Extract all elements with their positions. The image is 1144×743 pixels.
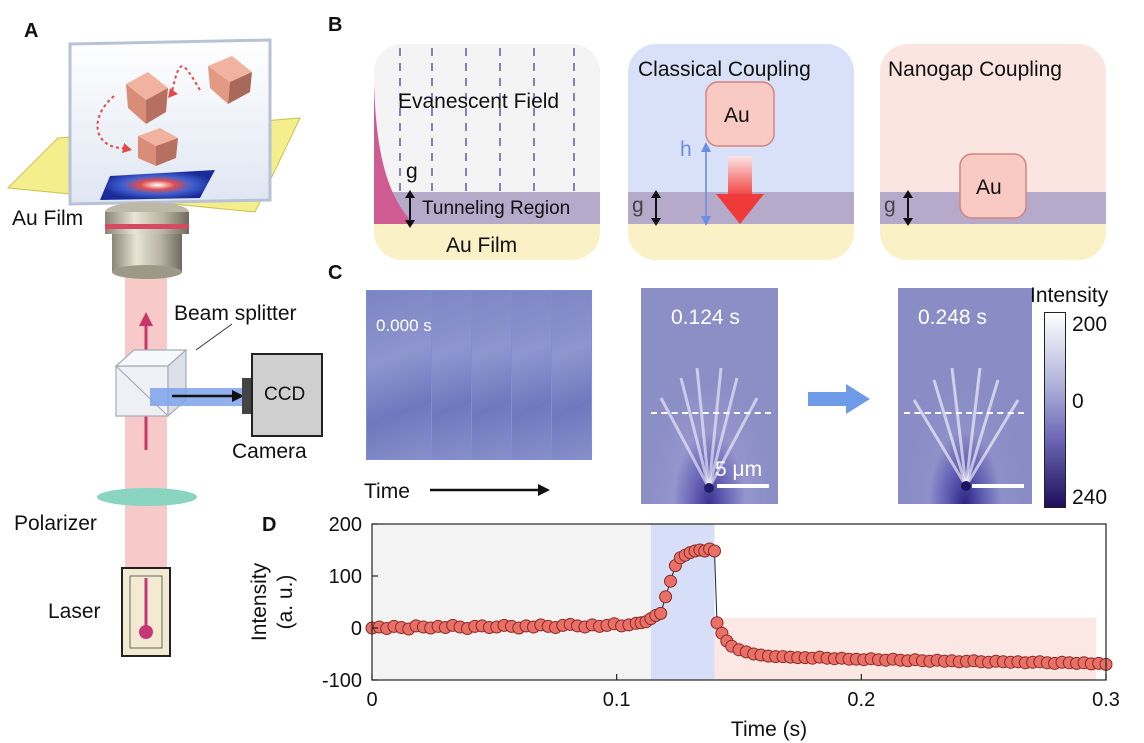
y-axis-label: (a. u.): [274, 575, 297, 630]
motion-arrow-2: [96, 95, 127, 150]
au-particle-label-nanogap: Au: [976, 176, 1002, 199]
data-point: [708, 544, 721, 558]
gap-label-3: g: [884, 194, 896, 217]
shaded-region-3: [714, 617, 1097, 680]
data-point: [659, 590, 673, 604]
plot-frame: [371, 523, 1107, 681]
colorbar-tick-mid: 0: [1072, 390, 1084, 413]
panel-label-b: B: [328, 14, 343, 36]
ccd-camera: [242, 353, 323, 437]
nanogap-coupling-card: Nanogap Coupling Au g: [880, 44, 1106, 260]
colorbar-tick-bottom: 240: [1072, 486, 1108, 509]
colorbar-tick-top: 200: [1072, 313, 1108, 336]
data-point: [664, 574, 677, 588]
scale-bar: [717, 484, 769, 488]
progression-arrow: [808, 384, 870, 414]
panel-label-c: C: [328, 262, 343, 284]
classical-coupling-title: Classical Coupling: [638, 58, 811, 81]
shaded-region-1: [372, 524, 651, 680]
gap-label-1: g: [406, 160, 418, 183]
x-axis-label: Time (s): [731, 718, 807, 741]
beam-splitter-leader: [195, 323, 233, 351]
au-film-layer: [880, 224, 1106, 260]
au-particle-nanogap: [959, 153, 1027, 219]
setup-schematic: [6, 38, 323, 657]
x-tick-label: 0.1: [603, 689, 631, 711]
scale-bar-label: 5 μm: [715, 458, 763, 481]
beam-splitter-label: Beam splitter: [174, 302, 297, 325]
nanogap-coupling-title: Nanogap Coupling: [888, 58, 1062, 81]
au-cube-2: [208, 56, 252, 104]
y-tick-label: 100: [329, 566, 362, 588]
beam-splitter-cube: [114, 348, 188, 418]
au-cube-1: [126, 72, 168, 124]
x-tick-label: 0: [366, 689, 377, 711]
y-tick-label: 0: [351, 618, 362, 640]
field-dashed-lines: [399, 48, 575, 194]
y-axis-label: Intensity: [248, 562, 271, 641]
camera-label: Camera: [232, 440, 307, 463]
sample-box: [68, 38, 272, 206]
au-film-label-b: Au Film: [446, 234, 518, 257]
polarizer-disc: [97, 488, 197, 506]
snapshot-0248: 0.248 s: [898, 288, 1032, 504]
evanescent-decay: [374, 84, 414, 224]
au-film-layer: [628, 224, 854, 260]
au-particle-label-classical: Au: [724, 104, 750, 127]
au-film-layer: [374, 224, 600, 260]
dashed-reference-line-1: [651, 412, 771, 414]
objective-lens: [105, 202, 189, 279]
time-frame-1: [366, 290, 432, 460]
snapshot-0124: 0.124 s 5 μm: [641, 288, 778, 504]
motion-arrow-1: [171, 65, 201, 93]
approach-arrow: [728, 156, 752, 198]
au-cube-3: [138, 128, 178, 166]
colorbar-title: Intensity: [1030, 284, 1109, 307]
evanescent-field-card: Evanescent Field g Tunneling Region Au F…: [374, 44, 600, 260]
laser-box: [121, 567, 171, 657]
first-frame-time: 0.000 s: [376, 316, 432, 335]
ccd-label: CCD: [264, 384, 306, 405]
classical-coupling-card: Classical Coupling Au h g: [628, 44, 854, 260]
evanescent-field-label: Evanescent Field: [398, 90, 560, 113]
data-point: [710, 616, 724, 630]
scale-bar-2: [972, 484, 1024, 488]
snapshot-time-2: 0.248 s: [918, 306, 987, 329]
au-film-label: Au Film: [12, 207, 84, 230]
time-axis-label: Time: [364, 480, 410, 503]
au-particle-high: [705, 81, 775, 147]
snapshot-time-1: 0.124 s: [671, 306, 740, 329]
height-label: h: [680, 138, 692, 161]
panel-label-a: A: [24, 20, 39, 42]
data-point: [654, 606, 668, 620]
y-tick-label: -100: [322, 670, 362, 692]
polarizer-label: Polarizer: [14, 512, 97, 535]
dashed-reference-line-2: [904, 412, 1024, 414]
panel-label-d: D: [262, 514, 277, 536]
colorbar: [1044, 312, 1066, 508]
laser-label: Laser: [48, 600, 101, 623]
tunneling-region-label: Tunneling Region: [422, 198, 571, 219]
sample-image: [100, 170, 215, 200]
time-arrow: [430, 484, 550, 496]
y-tick-label: 200: [329, 514, 362, 536]
x-tick-label: 0.2: [847, 689, 875, 711]
x-tick-label: 0.3: [1092, 689, 1120, 711]
gap-label-2: g: [632, 194, 644, 217]
